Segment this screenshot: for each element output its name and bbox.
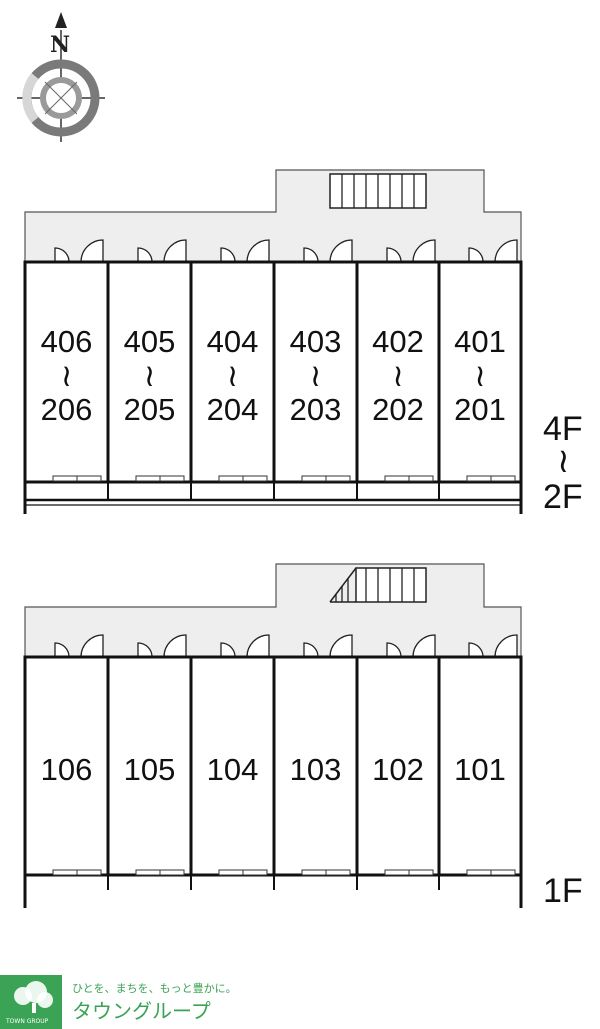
window-icon	[24, 869, 102, 890]
compass: N	[17, 12, 105, 142]
floor-range-mark: ≀	[557, 442, 570, 480]
upper-stair-icon	[329, 173, 427, 209]
unit-label: 104	[207, 752, 259, 787]
upper-block: 406≀206405≀205404≀204403≀203402≀202401≀2…	[23, 169, 583, 516]
brand-logo: TOWN GROUP ひとを、まちを、もっと豊かに。 タウングループ	[0, 975, 237, 1029]
floor-label-1f: 1F	[543, 872, 583, 910]
window-icon	[438, 475, 516, 500]
unit-label: 101	[454, 752, 506, 787]
unit-label: 102	[372, 752, 424, 787]
door-icon	[386, 239, 436, 263]
unit-label: 105	[124, 752, 176, 787]
door-icon	[468, 634, 518, 658]
unit-label-top: 404	[207, 324, 259, 359]
compass-north-label: N	[50, 32, 70, 58]
unit-range-mark: ≀	[310, 358, 322, 393]
unit-label-bottom: 203	[290, 392, 342, 427]
floor-label-top: 4F	[543, 410, 583, 448]
unit-range-mark: ≀	[474, 358, 486, 393]
unit-label-top: 405	[124, 324, 176, 359]
door-icon	[54, 239, 104, 263]
upper-balcony	[23, 262, 523, 514]
unit-range-mark: ≀	[392, 358, 404, 393]
door-icon	[303, 634, 353, 658]
window-icon	[24, 475, 102, 500]
window-icon	[356, 869, 434, 890]
window-icon	[190, 475, 268, 500]
window-icon	[273, 869, 351, 890]
window-icon	[356, 475, 434, 500]
lower-walls	[106, 657, 441, 875]
door-icon	[303, 239, 353, 263]
unit-range-mark: ≀	[227, 358, 239, 393]
door-icon	[468, 239, 518, 263]
unit-range-mark: ≀	[144, 358, 156, 393]
window-icon	[107, 869, 185, 890]
door-icon	[137, 634, 187, 658]
unit-label-bottom: 205	[124, 392, 176, 427]
upper-unit-labels: 406≀206405≀205404≀204403≀203402≀202401≀2…	[41, 324, 506, 427]
lower-windows	[24, 869, 516, 890]
unit-label-top: 401	[454, 324, 506, 359]
unit-label: 103	[290, 752, 342, 787]
lower-block: 106 105 104 103 102 101 1F	[23, 563, 583, 910]
upper-windows	[24, 475, 516, 500]
upper-walls	[106, 262, 441, 482]
door-icon	[54, 634, 104, 658]
window-icon	[273, 475, 351, 500]
unit-label-top: 406	[41, 324, 93, 359]
floor-label-bottom: 2F	[543, 478, 583, 516]
unit-label-bottom: 202	[372, 392, 424, 427]
brand-slogan: ひとを、まちを、もっと豊かに。	[72, 982, 237, 995]
upper-floor-label: 4F ≀ 2F	[543, 410, 583, 516]
lower-stair-icon	[329, 567, 427, 603]
unit-label-top: 402	[372, 324, 424, 359]
lower-unit-labels: 106 105 104 103 102 101	[41, 752, 506, 787]
unit-range-mark: ≀	[61, 358, 73, 393]
unit-label-top: 403	[290, 324, 342, 359]
brand-small-text: TOWN GROUP	[5, 1018, 49, 1025]
unit-label: 106	[41, 752, 93, 787]
window-icon	[107, 475, 185, 500]
unit-label-bottom: 201	[454, 392, 506, 427]
window-icon	[438, 869, 516, 890]
compass-rose-icon	[22, 59, 100, 137]
unit-label-bottom: 204	[207, 392, 259, 427]
door-icon	[220, 634, 270, 658]
unit-label-bottom: 206	[41, 392, 93, 427]
lower-balcony	[23, 657, 523, 908]
window-icon	[190, 869, 268, 890]
door-icon	[137, 239, 187, 263]
upper-doors	[54, 239, 518, 263]
brand-name: タウングループ	[72, 999, 211, 1023]
